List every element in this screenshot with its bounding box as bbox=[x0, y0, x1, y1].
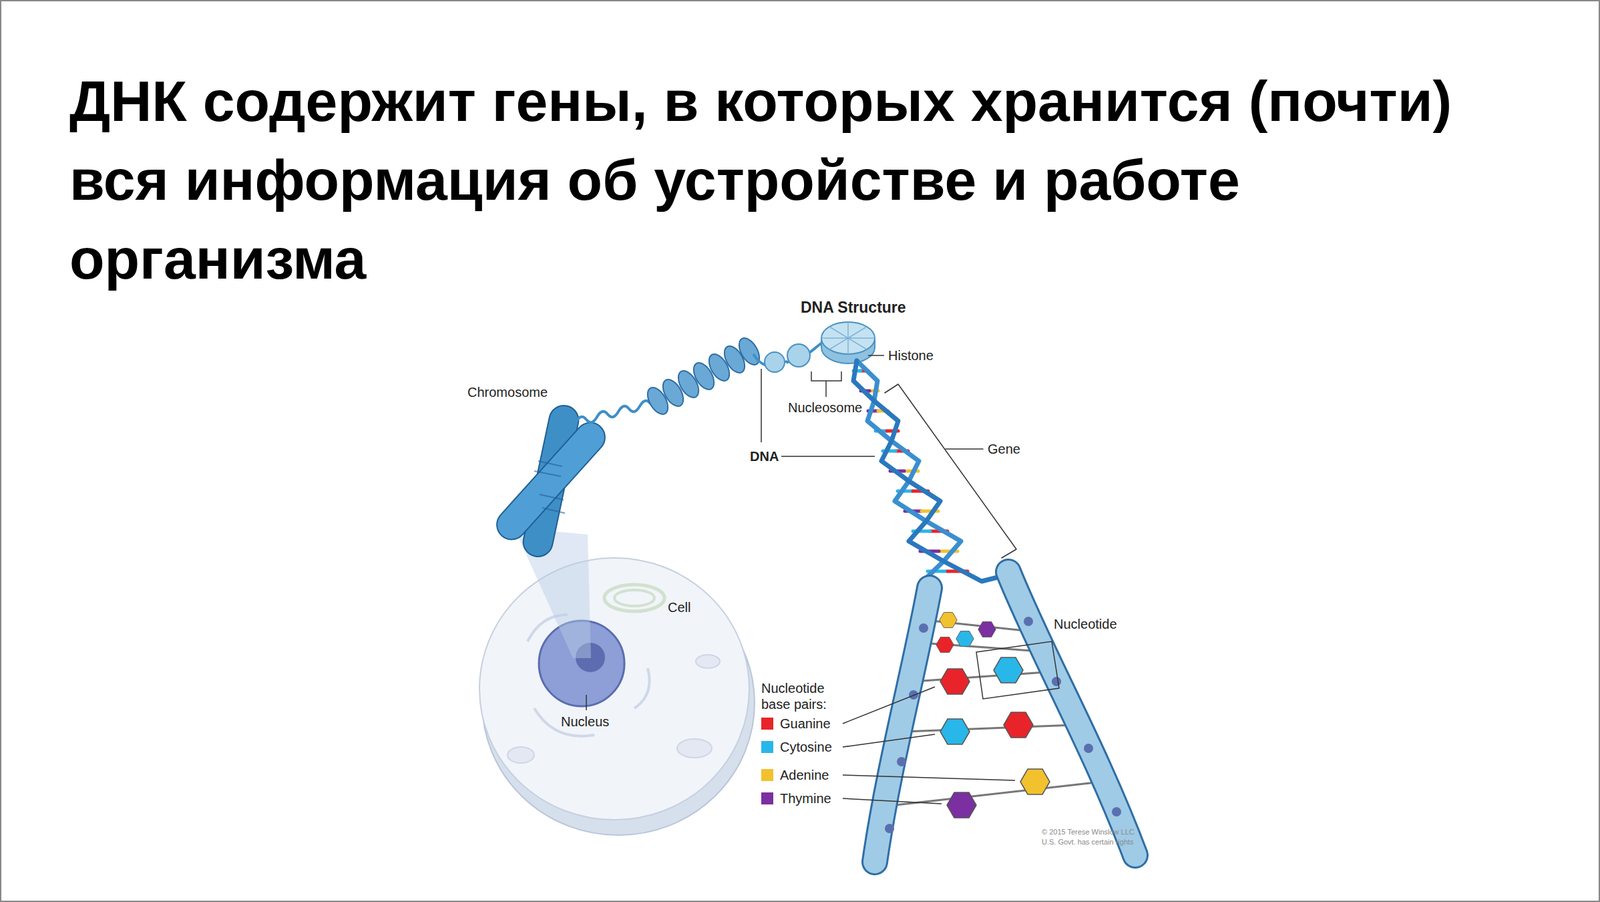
legend-swatch bbox=[761, 740, 774, 753]
dna-helix-part bbox=[884, 383, 1017, 558]
nucleotide-ladder-part-part bbox=[918, 623, 929, 633]
part-label: Cell bbox=[667, 598, 691, 616]
legend-text: Thymine bbox=[779, 789, 832, 807]
legend-row: Cytosine bbox=[761, 738, 833, 755]
nucleotide-ladder-part bbox=[1008, 571, 1136, 855]
nucleotide-ladder-part-part bbox=[913, 671, 1056, 682]
nucleotide-ladder-part-part bbox=[884, 823, 895, 833]
part-label: Nucleotide bbox=[1053, 615, 1118, 632]
dna-helix-part bbox=[945, 448, 983, 450]
chromatin-fibre-part bbox=[811, 371, 842, 397]
nucleotide-ladder-part-part bbox=[1023, 616, 1034, 626]
cell-figure-part bbox=[585, 694, 587, 710]
nucleotide-ladder-part bbox=[874, 587, 930, 862]
chromatin-fibre-part bbox=[821, 321, 875, 354]
legend-swatch bbox=[761, 717, 774, 730]
cell-figure-part bbox=[604, 584, 665, 612]
nucleotide-ladder-part bbox=[1003, 711, 1034, 738]
nucleotide-ladder-part-part bbox=[1083, 743, 1094, 753]
nucleotide-ladder-part bbox=[946, 791, 977, 818]
nucleotide-ladder-part-part bbox=[1051, 676, 1062, 686]
chromosome-figure-part bbox=[490, 416, 612, 546]
chromatin-fibre-part bbox=[764, 351, 785, 372]
chromatin-fibre-part bbox=[821, 321, 875, 354]
cell-figure-part bbox=[695, 654, 720, 668]
slide-title: ДНК содержит гены, в которых хранится (п… bbox=[69, 61, 1526, 298]
nucleotide-ladder-part-part bbox=[842, 797, 942, 804]
legend-heading: Nucleotide base pairs: bbox=[761, 679, 855, 712]
copyright-note: © 2015 Terese Winslow LLC bbox=[1041, 826, 1135, 837]
legend-text: Cytosine bbox=[779, 738, 833, 755]
legend-row: Thymine bbox=[761, 789, 832, 807]
nucleotide-ladder-part-part bbox=[842, 774, 1016, 780]
nucleotide-ladder-part bbox=[842, 686, 1016, 804]
nucleotide-ladder-part bbox=[978, 621, 996, 638]
cell-figure-part bbox=[677, 738, 712, 758]
legend-swatch bbox=[761, 791, 774, 805]
part-label: Chromosome bbox=[467, 383, 548, 400]
chromatin-fibre bbox=[575, 321, 885, 457]
nucleotide-ladder-part bbox=[939, 612, 957, 628]
nucleotide-ladder-part bbox=[956, 631, 974, 647]
nucleotide-ladder-part bbox=[976, 641, 1060, 699]
legend-row: Adenine bbox=[761, 766, 829, 783]
nucleotide-ladder-part-part bbox=[904, 724, 1076, 732]
nucleotide-ladder-part-part bbox=[896, 756, 907, 766]
cell-figure-part bbox=[479, 557, 750, 820]
nucleotide-ladder bbox=[842, 571, 1136, 862]
copyright-note: U.S. Govt. has certain rights bbox=[1041, 836, 1134, 847]
nucleotide-ladder-part-part bbox=[842, 733, 935, 747]
chromatin-fibre-part-part bbox=[735, 334, 764, 368]
nucleotide-ladder-part bbox=[940, 668, 970, 694]
part-label: Nucleosome bbox=[787, 399, 863, 416]
chromatin-fibre-part bbox=[787, 343, 811, 367]
part-label: Nucleus bbox=[560, 713, 610, 730]
part-label: Histone bbox=[888, 347, 934, 364]
part-label: DNA bbox=[749, 448, 779, 465]
nucleotide-ladder-part bbox=[1020, 768, 1050, 794]
cell-figure-part bbox=[507, 746, 535, 763]
nucleotide-ladder-part bbox=[874, 587, 930, 862]
nucleotide-ladder-part bbox=[940, 718, 970, 744]
dna-helix-part bbox=[856, 360, 961, 589]
chromatin-fibre-part bbox=[643, 334, 764, 418]
dna-helix-part bbox=[853, 360, 1009, 581]
legend-text: Guanine bbox=[779, 715, 831, 732]
nucleotide-ladder-part bbox=[993, 657, 1024, 683]
cell-figure bbox=[479, 527, 755, 835]
legend-text: Adenine bbox=[779, 766, 829, 783]
cell-figure-part bbox=[614, 589, 655, 606]
legend-row: Guanine bbox=[761, 715, 831, 732]
chromosome-figure bbox=[490, 402, 612, 559]
nucleotide-ladder-part bbox=[1008, 571, 1136, 855]
nucleotide-ladder-part-part bbox=[842, 686, 935, 724]
nucleotide-ladder-part-part bbox=[1111, 806, 1122, 817]
legend-swatch bbox=[761, 768, 774, 781]
figure-heading: DNA Structure bbox=[800, 297, 907, 318]
part-label: Gene bbox=[987, 440, 1021, 457]
chromosome-figure-part bbox=[534, 460, 565, 513]
chromatin-fibre-part bbox=[575, 400, 662, 423]
nucleotide-ladder-part bbox=[884, 616, 1122, 833]
nucleotide-ladder-part-part bbox=[894, 781, 1102, 805]
nucleotide-ladder-part bbox=[936, 637, 954, 653]
chromatin-fibre-part bbox=[868, 354, 885, 356]
dna-helix bbox=[853, 360, 1017, 589]
